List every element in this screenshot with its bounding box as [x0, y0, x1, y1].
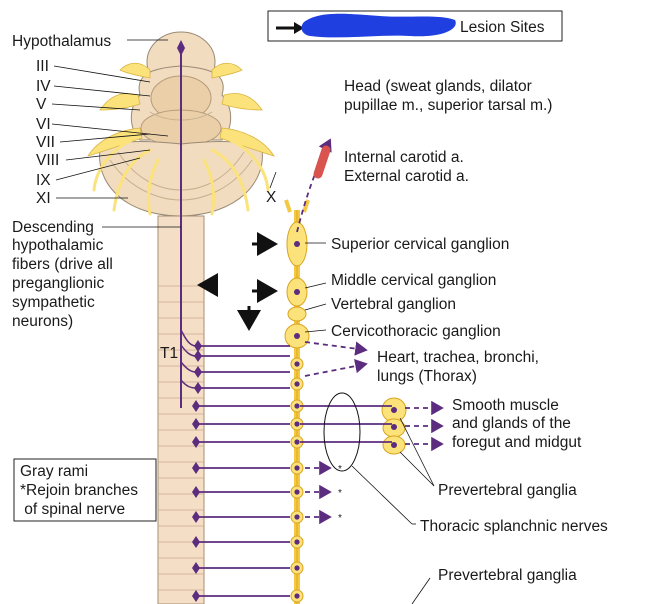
preganglionic-fibers: [192, 340, 290, 602]
carotid-artery: [313, 145, 331, 179]
spinal-cord: [157, 215, 205, 604]
prevertebral-ganglia-upper: [381, 397, 407, 455]
asterisk-2: *: [338, 488, 342, 499]
chain-synapse-dot: [294, 421, 300, 427]
label-smooth-2: and glands of the: [452, 415, 571, 432]
lesion-arrow-icon: [294, 22, 304, 34]
label-head-2: pupillae m., superior tarsal m.): [344, 97, 552, 114]
asterisk-3: *: [338, 513, 342, 524]
label-smooth-3: foregut and midgut: [452, 434, 582, 451]
gray-rami-line-2: *Rejoin branches: [20, 482, 138, 499]
chain-synapse-dot: [294, 361, 300, 367]
neuron-cell-body-icon: [192, 462, 200, 474]
neuron-cell-body-icon: [194, 382, 202, 394]
label-cervicothoracic: Cervicothoracic ganglion: [331, 323, 501, 340]
neuron-cell-body-icon: [192, 511, 200, 523]
label-hypothalamus: Hypothalamus: [12, 33, 111, 50]
legend-lesion-sites: Lesion Sites: [460, 19, 545, 36]
neuron-cell-body-icon: [194, 350, 202, 362]
descending-line-2: hypothalamic: [12, 237, 104, 254]
chain-synapse-dot: [294, 403, 300, 409]
label-carotid-2: External carotid a.: [344, 168, 469, 185]
asterisk-1: *: [338, 464, 342, 475]
chain-synapse-dot: [294, 593, 300, 599]
gray-rami-line-3: of spinal nerve: [20, 501, 125, 518]
label-prevertebral-1: Prevertebral ganglia: [438, 482, 577, 499]
label-superior-cervical: Superior cervical ganglion: [331, 236, 509, 253]
label-nerve-x: X: [266, 189, 277, 206]
neuron-cell-body-icon: [192, 400, 200, 412]
descending-fiber: [177, 40, 197, 408]
chain-synapse-dot: [294, 465, 300, 471]
label-smooth-1: Smooth muscle: [452, 397, 559, 414]
label-nerve-vi: VI: [36, 116, 51, 133]
neuron-cell-body-icon: [194, 366, 202, 378]
label-nerve-iii: III: [36, 58, 49, 75]
descending-line-5: sympathetic: [12, 294, 95, 311]
neuron-cell-body-icon: [192, 590, 200, 602]
label-nerve-xi: XI: [36, 190, 51, 207]
label-t1: T1: [160, 345, 178, 362]
label-head-1: Head (sweat glands, dilator: [344, 78, 532, 95]
label-nerve-v: V: [36, 96, 47, 113]
chain-synapse-dot: [294, 565, 300, 571]
chain-synapse-dot: [294, 289, 300, 295]
lesion-arrows: [197, 232, 278, 331]
neuron-cell-body-icon: [192, 562, 200, 574]
label-nerve-viii: VIII: [36, 152, 59, 169]
label-vertebral: Vertebral ganglion: [331, 296, 456, 313]
neuron-cell-body-icon: [192, 436, 200, 448]
label-prevertebral-2: Prevertebral ganglia: [438, 567, 577, 584]
chain-synapse-dot: [294, 241, 300, 247]
gray-rami-box: Gray rami *Rejoin branches of spinal ner…: [13, 458, 157, 522]
descending-line-6: neurons): [12, 313, 73, 330]
neuron-cell-body-icon: [192, 486, 200, 498]
neuron-cell-body-icon: [194, 340, 202, 352]
splanchnic-ellipse: [323, 392, 361, 472]
vertebral-ganglion: [287, 306, 307, 322]
label-thorax-2: lungs (Thorax): [377, 368, 477, 385]
chain-synapse-dot: [294, 333, 300, 339]
chain-synapse-dot: [294, 514, 300, 520]
sympathetic-chain: [284, 199, 310, 604]
label-middle-cervical: Middle cervical ganglion: [331, 272, 496, 289]
chain-synapse-dot: [294, 539, 300, 545]
leader-lines: [51, 39, 435, 604]
label-carotid-1: Internal carotid a.: [344, 149, 464, 166]
chain-synapse-dot: [294, 439, 300, 445]
gray-rami-line-1: Gray rami: [20, 463, 88, 480]
label-nerve-iv: IV: [36, 78, 51, 95]
label-splanchnic: Thoracic splanchnic nerves: [420, 518, 608, 535]
label-nerve-ix: IX: [36, 172, 51, 189]
label-nerve-vii: VII: [36, 134, 55, 151]
chain-synapse-dot: [294, 489, 300, 495]
chain-synapse-dot: [294, 381, 300, 387]
legend-box: Lesion Sites: [267, 10, 563, 42]
descending-line-1: Descending: [12, 219, 94, 236]
neuron-cell-body-icon: [192, 536, 200, 548]
label-thorax-1: Heart, trachea, bronchi,: [377, 349, 539, 366]
redaction-scribble: [301, 13, 456, 38]
descending-line-4: preganglionic: [12, 275, 104, 292]
neuron-cell-body-icon: [192, 418, 200, 430]
descending-line-3: fibers (drive all: [12, 256, 113, 273]
